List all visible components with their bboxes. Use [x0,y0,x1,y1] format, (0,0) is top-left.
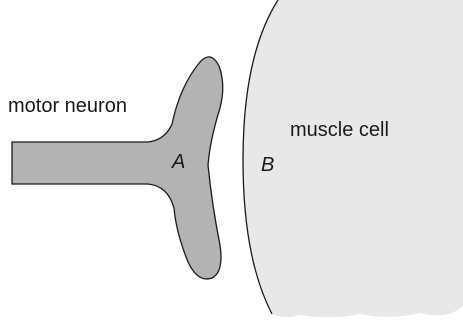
point-b-label: B [261,155,274,175]
muscle-cell-shape [243,0,463,317]
muscle-cell-label: muscle cell [290,120,389,140]
point-a-label: A [172,152,185,172]
motor-neuron-shape [12,57,223,279]
motor-neuron-label: motor neuron [8,96,127,116]
